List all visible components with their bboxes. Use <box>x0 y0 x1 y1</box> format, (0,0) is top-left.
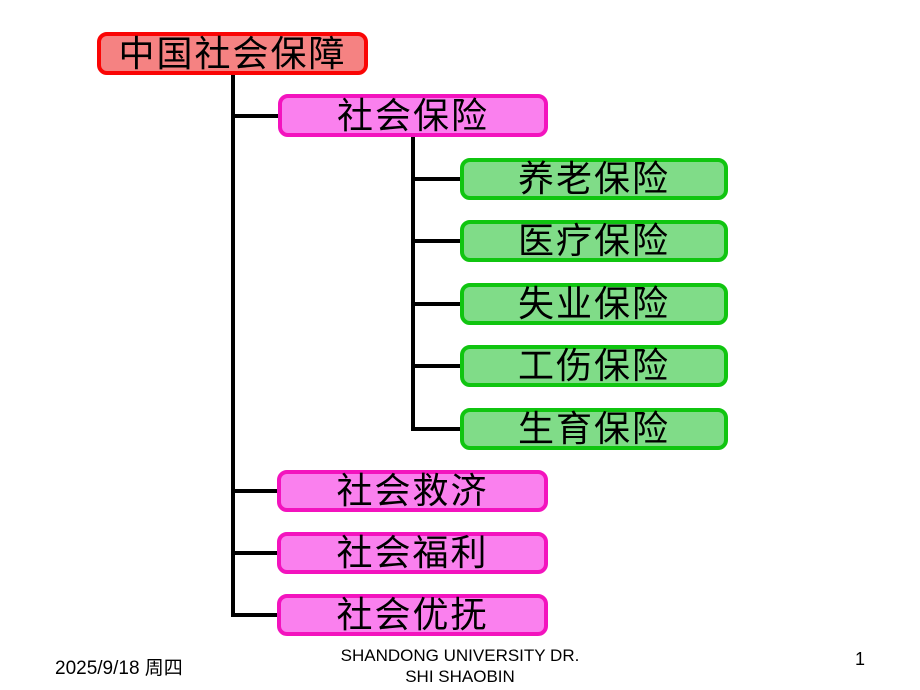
connector-stub-social-insurance <box>231 114 278 118</box>
connector-stub-social-welfare <box>231 551 278 555</box>
node-social-insurance: 社会保险 <box>278 94 548 137</box>
connector-stub-medical <box>411 239 460 243</box>
node-social-preferential: 社会优抚 <box>277 594 548 636</box>
node-maternity-insurance: 生育保险 <box>460 408 728 450</box>
node-china-social-security: 中国社会保障 <box>97 32 368 75</box>
connector-stub-unemployment <box>411 302 460 306</box>
node-medical-insurance: 医疗保险 <box>460 220 728 262</box>
connector-root-vertical <box>231 75 235 617</box>
node-social-welfare: 社会福利 <box>277 532 548 574</box>
footer-credit-line1: SHANDONG UNIVERSITY DR. <box>340 646 580 665</box>
connector-stub-work-injury <box>411 364 460 368</box>
footer-credit-line2: SHI SHAOBIN <box>405 667 515 686</box>
node-pension-insurance: 养老保险 <box>460 158 728 200</box>
node-social-relief: 社会救济 <box>277 470 548 512</box>
connector-insurance-vertical <box>411 137 415 431</box>
connector-stub-social-relief <box>231 489 278 493</box>
connector-stub-pension <box>411 177 460 181</box>
page-number: 1 <box>854 649 865 669</box>
connector-stub-maternity <box>411 427 460 431</box>
node-unemployment-insurance: 失业保险 <box>460 283 728 325</box>
node-work-injury-insurance: 工伤保险 <box>460 345 728 387</box>
footer-date: 2025/9/18 周四 <box>55 658 183 679</box>
connector-stub-social-preferential <box>231 613 278 617</box>
footer-credit: SHANDONG UNIVERSITY DR. SHI SHAOBIN <box>0 645 920 687</box>
